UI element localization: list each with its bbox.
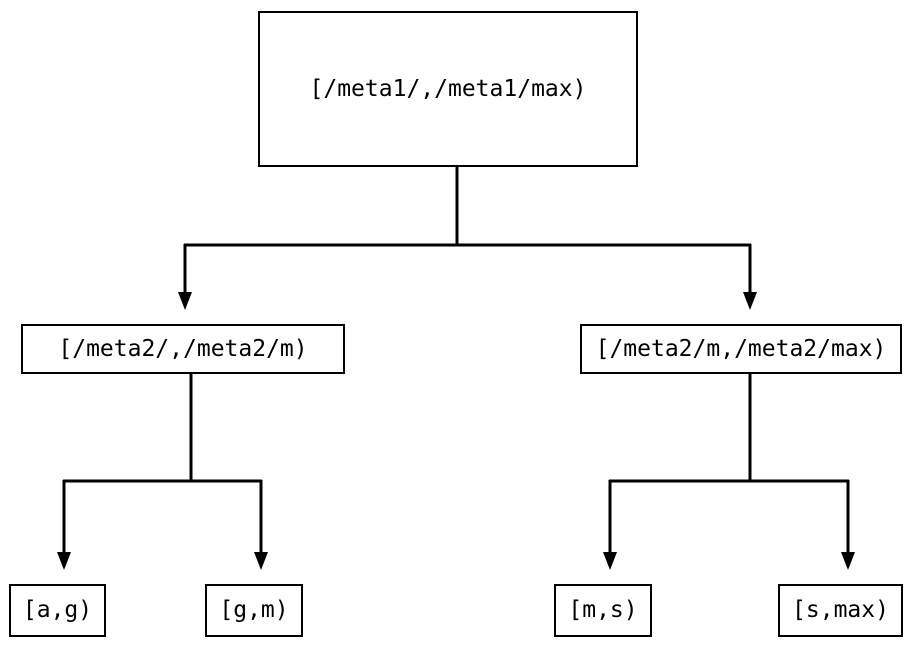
tree-node-level2-left[interactable]: [/meta2/,/meta2/m) bbox=[21, 324, 345, 374]
arrowhead-l2-right-to-leaf-s-max bbox=[841, 552, 855, 570]
arrowhead-l2-right-to-leaf-m-s bbox=[603, 552, 617, 570]
edge-root-to-level2-group bbox=[178, 167, 757, 310]
tree-leaf-node-a-g-label: [a,g) bbox=[22, 597, 93, 623]
edge-l2right-to-leaves-group bbox=[603, 374, 855, 570]
tree-leaf-node-m-s-label: [m,s) bbox=[568, 597, 638, 623]
tree-leaf-node-s-max-label: [s,max) bbox=[792, 597, 889, 623]
edge-l2left-to-leaves-group bbox=[57, 374, 268, 570]
tree-node-root-label: [/meta1/,/meta1/max) bbox=[309, 75, 587, 102]
tree-node-level2-left-label: [/meta2/,/meta2/m) bbox=[58, 335, 308, 362]
tree-node-level2-right-label: [/meta2/m,/meta2/max) bbox=[595, 335, 887, 362]
tree-leaf-node-s-max[interactable]: [s,max) bbox=[778, 584, 903, 637]
arrowhead-root-to-l2-left bbox=[178, 292, 192, 310]
tree-node-root[interactable]: [/meta1/,/meta1/max) bbox=[258, 11, 638, 167]
tree-leaf-node-m-s[interactable]: [m,s) bbox=[554, 584, 652, 637]
arrowhead-root-to-l2-right bbox=[743, 292, 757, 310]
tree-leaf-node-g-m-label: [g,m) bbox=[219, 597, 289, 623]
tree-leaf-node-g-m[interactable]: [g,m) bbox=[205, 584, 303, 637]
tree-leaf-node-a-g[interactable]: [a,g) bbox=[9, 584, 106, 637]
arrowhead-l2-left-to-leaf-g-m bbox=[254, 552, 268, 570]
arrowhead-l2-left-to-leaf-a-g bbox=[57, 552, 71, 570]
tree-node-level2-right[interactable]: [/meta2/m,/meta2/max) bbox=[580, 324, 902, 374]
